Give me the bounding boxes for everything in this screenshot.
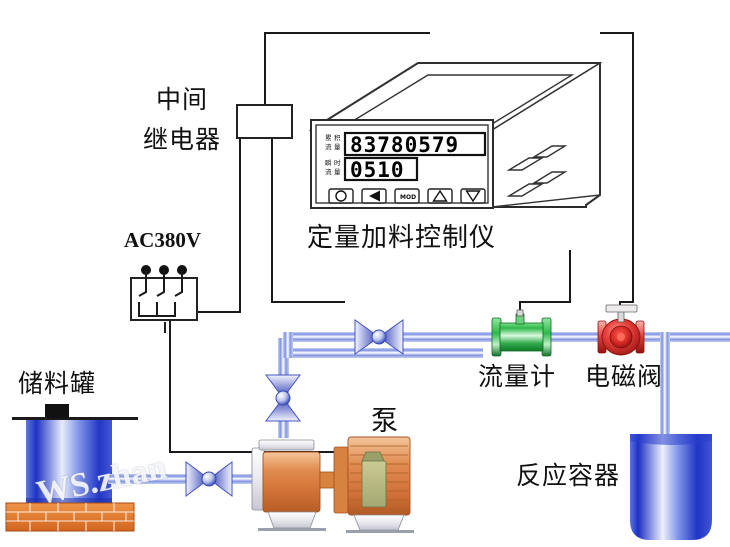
butterfly-valve-suction[interactable] (185, 461, 233, 497)
label-ac380v: AC380V (124, 228, 201, 252)
wire-controller-to-solenoid (600, 32, 634, 315)
label-instant-char-1: 瞬 (325, 159, 332, 167)
mode-button-label: MOD (400, 194, 416, 201)
pipe-lower-run (283, 348, 483, 358)
enter-button[interactable] (328, 188, 354, 204)
label-cumulative-char-3: 流 (325, 142, 332, 151)
label-relay-line2: 继电器 (143, 125, 222, 154)
pump-assembly[interactable] (251, 436, 414, 533)
left-button[interactable] (361, 188, 387, 204)
reaction-vessel[interactable] (630, 434, 712, 540)
label-controller-title: 定量加料控制仪 (307, 223, 497, 253)
label-relay-line1: 中间 (156, 85, 209, 114)
controller-button-row[interactable]: MOD (328, 188, 486, 204)
label-pump: 泵 (371, 406, 399, 437)
wire-relay-to-controller-top (264, 32, 430, 112)
pipe-valve-to-pump (228, 474, 263, 484)
down-button[interactable] (460, 188, 486, 204)
instant-flow-value: 0510 (350, 158, 405, 182)
label-instant-char-3: 流 (325, 167, 332, 176)
pipe-vessel-downcomer (660, 332, 670, 452)
label-solenoid-valve: 电磁阀 (585, 362, 664, 391)
solenoid-valve[interactable] (597, 304, 645, 356)
power-terminal-block[interactable] (130, 265, 198, 321)
display-instant-row: 瞬 时 流 量 0510 (325, 156, 419, 182)
wire-relay-right-down (271, 137, 345, 303)
storage-tank[interactable] (5, 404, 138, 532)
label-storage-tank: 储料罐 (18, 369, 97, 398)
pipe-to-vessel (645, 332, 670, 342)
cumulative-flow-value: 83780579 (350, 133, 459, 157)
pipe-tank-to-pump (100, 474, 205, 484)
mode-button[interactable]: MOD (394, 188, 420, 204)
wire-relay-to-power (196, 137, 241, 313)
label-cumulative-char-2: 积 (334, 133, 341, 142)
label-reaction-vessel: 反应容器 (516, 461, 621, 490)
up-button[interactable] (427, 188, 453, 204)
label-instant-char-4: 量 (334, 168, 341, 176)
label-flowmeter: 流量计 (478, 362, 557, 391)
flow-meter[interactable] (491, 309, 552, 357)
label-cumulative-char-4: 量 (334, 143, 341, 151)
pipe-elbow-left (283, 332, 293, 358)
intermediate-relay-box[interactable] (236, 104, 293, 139)
controller-terminal-slots (506, 145, 568, 197)
label-cumulative-char-1: 累 (325, 134, 332, 142)
butterfly-valve-top[interactable] (354, 319, 404, 355)
display-cumulative-row: 累 积 流 量 83780579 (325, 131, 487, 157)
butterfly-valve-riser[interactable] (265, 374, 301, 422)
dosing-controller-unit[interactable]: 累 积 流 量 83780579 瞬 时 流 量 0510 (308, 61, 603, 209)
label-instant-char-2: 时 (334, 158, 341, 167)
